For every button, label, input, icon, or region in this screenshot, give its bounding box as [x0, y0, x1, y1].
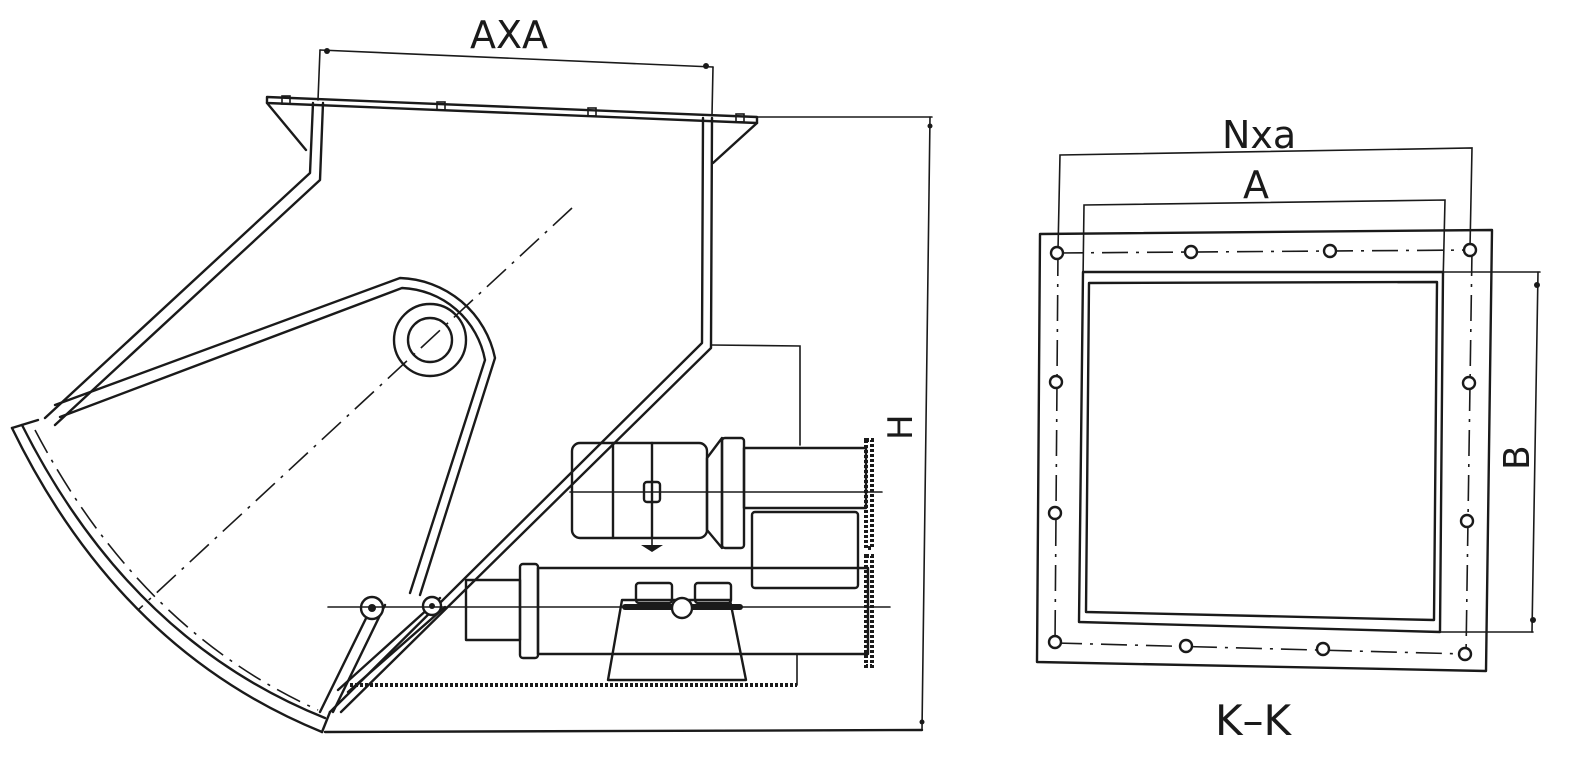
h-dimension-line — [756, 116, 933, 731]
axa-label: AXA — [470, 13, 549, 57]
inner-opening — [1084, 280, 1439, 622]
h-label: H — [881, 414, 921, 440]
gate-centerline — [137, 207, 573, 611]
side-view — [10, 48, 933, 734]
b-dimension-line — [1439, 271, 1541, 633]
bolt-centerlines — [1054, 249, 1473, 656]
section-view-kk — [1035, 147, 1541, 673]
b-label: B — [1497, 445, 1538, 470]
actuator-cylinder — [464, 554, 874, 682]
outer-flange — [1035, 228, 1494, 673]
linkage — [318, 595, 891, 714]
motor-gearbox — [569, 436, 883, 590]
a-dimension-line — [1082, 199, 1446, 286]
bolt-holes — [1047, 242, 1478, 662]
a-label: A — [1243, 163, 1269, 207]
inner-frame — [1077, 270, 1445, 634]
sector-gate — [10, 418, 332, 734]
base-plate — [323, 654, 924, 734]
nxa-dimension-line — [1057, 147, 1473, 251]
section-kk-label: K–K — [1215, 696, 1292, 745]
pivot-arm — [53, 276, 497, 597]
axa-dimension-line — [317, 48, 714, 116]
top-flange — [265, 95, 759, 165]
nxa-label: Nxa — [1222, 113, 1297, 157]
hopper-body — [43, 101, 801, 714]
